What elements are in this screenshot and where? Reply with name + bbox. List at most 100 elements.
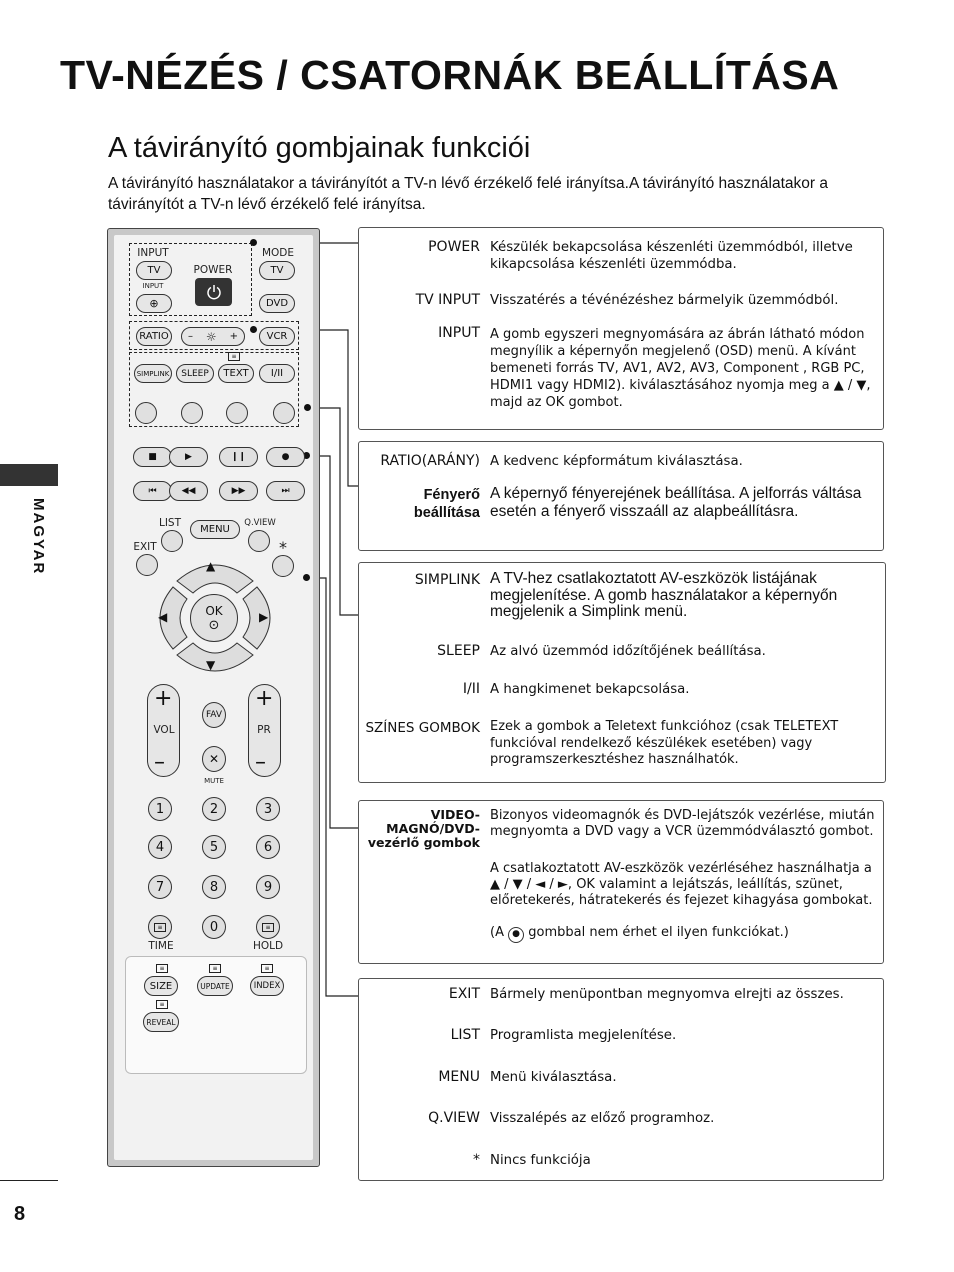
stop-button[interactable]: ■ — [133, 447, 172, 467]
update-button[interactable]: UPDATE — [197, 976, 233, 996]
hold-label: HOLD — [252, 940, 284, 952]
tv-input-group-outline — [129, 243, 252, 316]
qview-desc: Visszalépés az előző programhoz. — [490, 1111, 715, 1126]
language-label: MAGYAR — [30, 498, 47, 576]
list-desc: Programlista megjelenítése. — [490, 1028, 677, 1043]
mode-tv-button[interactable]: TV — [259, 261, 295, 280]
video-desc-3a: (A — [490, 925, 504, 940]
brightness-minus: – — [188, 331, 193, 342]
time-button[interactable]: ≡ — [148, 915, 172, 939]
digit-2-button[interactable]: 2 — [202, 797, 226, 821]
ratio-box — [358, 441, 884, 551]
mute-icon: ✕ — [208, 752, 220, 766]
sleep-button[interactable]: SLEEP — [176, 364, 214, 383]
pr-label: PR — [257, 724, 271, 736]
update-teletext-icon: ≡ — [209, 964, 221, 973]
simplink-box — [358, 562, 886, 783]
brightness-rocker[interactable]: – ☼ + — [181, 327, 245, 346]
down-arrow-button[interactable]: ▼ — [206, 658, 216, 672]
fast-forward-button[interactable]: ▶▶ — [219, 481, 258, 501]
left-arrow-button[interactable]: ◀ — [158, 610, 168, 624]
color-button-blue[interactable] — [273, 402, 295, 424]
digit-7-button[interactable]: 7 — [148, 875, 172, 899]
index-button[interactable]: INDEX — [250, 976, 284, 996]
size-teletext-icon: ≡ — [156, 964, 168, 973]
color-button-yellow[interactable] — [226, 402, 248, 424]
program-rocker[interactable] — [248, 684, 281, 777]
mode-label: MODE — [261, 247, 295, 259]
teletext-icon: ≡ — [228, 352, 240, 361]
color-button-red[interactable] — [135, 402, 157, 424]
mute-button[interactable]: ✕ — [202, 746, 226, 772]
tv-input-button[interactable]: TV — [136, 261, 172, 280]
color-button-green[interactable] — [181, 402, 203, 424]
exit-button[interactable] — [136, 554, 158, 576]
size-button[interactable]: SIZE — [144, 976, 178, 996]
input-button[interactable]: ⊕ — [136, 294, 172, 313]
qview-button[interactable] — [248, 530, 270, 552]
sleep-label: SLEEP — [437, 643, 480, 659]
ratio-button[interactable]: RATIO — [136, 327, 172, 346]
skip-back-button[interactable]: ⏮ — [133, 481, 172, 501]
rewind-button[interactable]: ◀◀ — [169, 481, 208, 501]
video-desc-1: Bizonyos videomagnók és DVD-lejátszók ve… — [490, 808, 875, 839]
page-title: TV-NÉZÉS / CSATORNÁK BEÁLLÍTÁSA — [60, 52, 840, 98]
record-icon: ● — [281, 452, 290, 462]
menu-desc: Menü kiválasztása. — [490, 1070, 617, 1085]
volume-down-icon: – — [154, 750, 165, 775]
brightness-plus: + — [229, 331, 238, 342]
i-ii-button[interactable]: I/II — [259, 364, 295, 383]
vcr-button[interactable]: VCR — [259, 327, 295, 346]
digit-5-button[interactable]: 5 — [202, 835, 226, 859]
pause-button[interactable]: ❙❙ — [219, 447, 258, 467]
star-label: * — [473, 1152, 480, 1168]
pointer-dot — [250, 239, 257, 246]
video-label-3: vezérlő gombok — [367, 835, 480, 850]
video-desc-3b: gombbal nem érhet el ilyen funkciókat.) — [528, 925, 789, 940]
digit-1-button[interactable]: 1 — [148, 797, 172, 821]
pointer-dot — [250, 326, 257, 333]
volume-rocker[interactable] — [147, 684, 180, 777]
digit-9-button[interactable]: 9 — [256, 875, 280, 899]
sleep-desc: Az alvó üzemmód időzítőjének beállítása. — [490, 644, 766, 659]
star-button[interactable] — [272, 555, 294, 577]
right-arrow-button[interactable]: ▶ — [259, 610, 269, 624]
power-button[interactable] — [195, 278, 232, 306]
input-source-icon: ⊕ — [149, 297, 159, 310]
ok-button[interactable]: OK ⊙ — [190, 594, 238, 642]
input-label: INPUT — [438, 325, 480, 341]
digit-6-button[interactable]: 6 — [256, 835, 280, 859]
text-button[interactable]: TEXT — [218, 364, 254, 383]
ratio-label: RATIO(ARÁNY) — [380, 453, 480, 469]
dvd-button[interactable]: DVD — [259, 294, 295, 313]
up-arrow-button[interactable]: ▲ — [206, 559, 216, 573]
i-ii-desc: A hangkimenet bekapcsolása. — [490, 682, 690, 697]
digit-3-button[interactable]: 3 — [256, 797, 280, 821]
input-label: INPUT — [137, 247, 169, 259]
mute-label: MUTE — [204, 777, 224, 785]
simplink-button[interactable]: SIMPLINK — [134, 364, 172, 383]
vol-label: VOL — [153, 724, 175, 736]
color-buttons-desc: Ezek a gombok a Teletext funkcióhoz (csa… — [490, 719, 839, 767]
pointer-dot — [303, 574, 310, 581]
i-ii-label: I/II — [462, 681, 480, 697]
skip-forward-button[interactable]: ⏭ — [266, 481, 305, 501]
digit-0-button[interactable]: 0 — [202, 915, 226, 939]
exit-desc: Bármely menüpontban megnyomva elrejti az… — [490, 987, 844, 1002]
fav-button[interactable]: FAV — [202, 702, 226, 728]
menu-button[interactable]: MENU — [190, 520, 240, 539]
power-icon — [206, 285, 221, 300]
reveal-button[interactable]: REVEAL — [143, 1012, 179, 1032]
video-label-1: VIDEO- — [430, 807, 480, 822]
exit-label: EXIT — [448, 986, 480, 1002]
list-button[interactable] — [161, 530, 183, 552]
tvinput-desc: Visszatérés a tévénézéshez bármelyik üze… — [490, 293, 839, 308]
play-button[interactable]: ▶ — [169, 447, 208, 467]
ok-label: OK — [205, 603, 223, 618]
digit-8-button[interactable]: 8 — [202, 875, 226, 899]
digit-4-button[interactable]: 4 — [148, 835, 172, 859]
brightness-icon: ☼ — [205, 329, 217, 344]
record-button[interactable]: ● — [266, 447, 305, 467]
input-desc: A gomb egyszeri megnyomására az ábrán lá… — [490, 327, 871, 410]
hold-button[interactable]: ≡ — [256, 915, 280, 939]
